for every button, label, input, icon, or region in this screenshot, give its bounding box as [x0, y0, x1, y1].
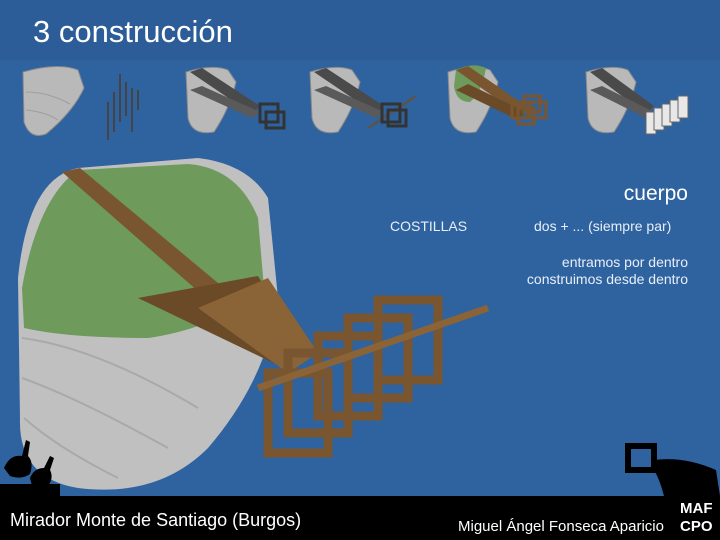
step-6-thumbnail[interactable]: [584, 62, 692, 146]
author-name: Miguel Ángel Fonseca Aparicio: [458, 518, 664, 535]
step-3-thumbnail[interactable]: [184, 62, 292, 146]
step-5-thumbnail[interactable]: [446, 62, 554, 146]
step-1-thumbnail[interactable]: [18, 62, 126, 146]
note-line-1: entramos por dentro: [561, 254, 688, 270]
brand-line-1: MAF: [680, 500, 713, 517]
count-note: dos + ... (siempre par): [534, 218, 672, 234]
page-title: 3 construcción: [33, 14, 233, 49]
model-render: [18, 158, 498, 498]
title-band: [0, 0, 720, 60]
place-caption: Mirador Monte de Santiago (Burgos): [10, 510, 302, 530]
costillas-label: COSTILLAS: [390, 218, 468, 234]
section-heading: cuerpo: [623, 182, 688, 205]
footer-band: [0, 496, 720, 540]
step-4-thumbnail[interactable]: [308, 62, 416, 146]
note-line-2: construimos desde dentro: [526, 271, 688, 287]
vultures-icon: [0, 440, 60, 496]
construction-notes: entramos por dentro construimos desde de…: [527, 254, 688, 288]
brand-mark: MAF CPO: [680, 500, 713, 536]
construction-steps: [18, 62, 708, 146]
step-2-thumbnail[interactable]: [102, 62, 210, 146]
brand-line-2: CPO: [680, 518, 713, 535]
mirador-logo-icon: [625, 443, 720, 496]
